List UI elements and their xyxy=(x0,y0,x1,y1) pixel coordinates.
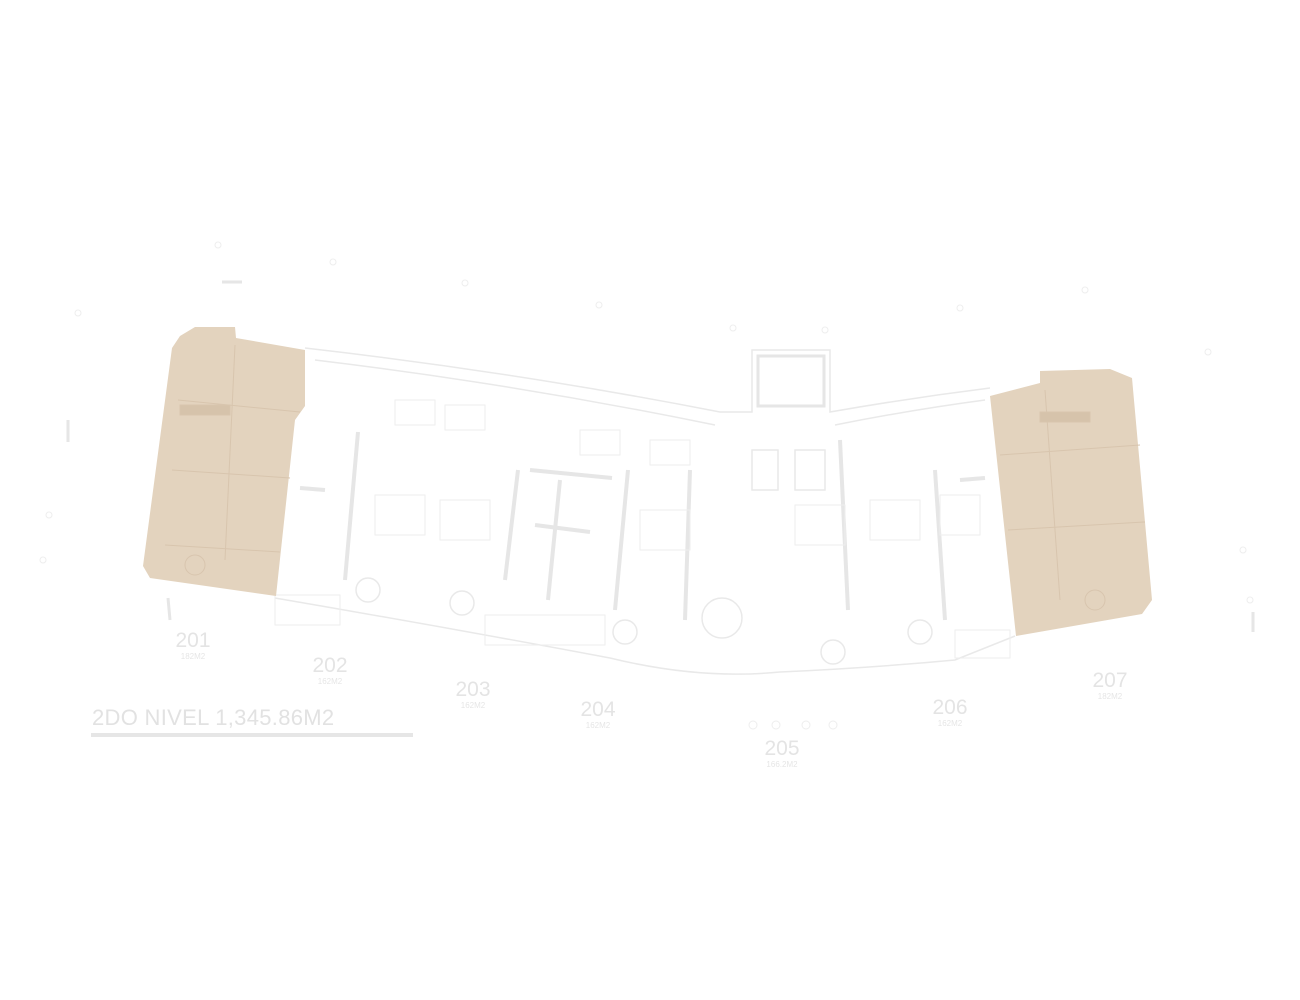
building-outline xyxy=(274,347,1016,675)
unit-area: 182M2 xyxy=(1097,692,1123,701)
unit-area: 162M2 xyxy=(317,677,343,686)
unit-number: 206 xyxy=(932,696,968,719)
level-title: 2DO NIVEL 1,345.86M2 xyxy=(92,705,335,730)
unit-number: 203 xyxy=(455,678,491,701)
unit-number: 202 xyxy=(312,654,348,677)
highlight-room-lines xyxy=(164,344,1146,611)
unit-area: 166.2M2 xyxy=(766,760,798,769)
unit-label-204[interactable]: 204 162M2 xyxy=(580,699,615,731)
unit-207-highlight[interactable] xyxy=(990,369,1152,636)
unit-number: 205 xyxy=(764,737,800,760)
unit-number: 207 xyxy=(1092,669,1128,692)
grid-markers xyxy=(39,241,1255,730)
unit-rooms xyxy=(274,399,1011,659)
unit-area: 182M2 xyxy=(180,652,206,661)
unit-area: 162M2 xyxy=(585,721,611,730)
unit-number: 201 xyxy=(175,629,211,652)
unit-label-206[interactable]: 206 162M2 xyxy=(932,697,967,729)
unit-label-207[interactable]: 207 182M2 xyxy=(1092,670,1127,702)
unit-201-highlight[interactable] xyxy=(143,327,305,596)
unit-area: 162M2 xyxy=(937,719,963,728)
unit-partitions xyxy=(299,431,986,621)
unit-label-205[interactable]: 205 166.2M2 xyxy=(764,738,799,770)
unit-label-203[interactable]: 203 162M2 xyxy=(455,679,490,711)
unit-number: 204 xyxy=(580,698,616,721)
unit-area: 162M2 xyxy=(460,701,486,710)
level-title-underline xyxy=(91,733,413,737)
unit-label-201[interactable]: 201 182M2 xyxy=(175,630,210,662)
unit-label-202[interactable]: 202 162M2 xyxy=(312,655,347,687)
